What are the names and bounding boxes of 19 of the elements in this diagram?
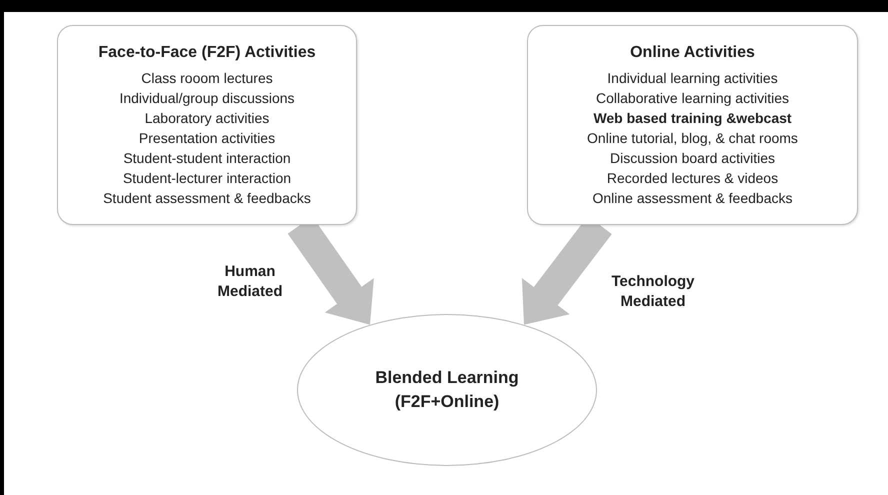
activity-item: Online assessment & feedbacks <box>592 189 792 208</box>
activity-item: Recorded lectures & videos <box>606 169 778 188</box>
activity-item: Student assessment & feedbacks <box>103 189 311 208</box>
activity-box <box>57 25 357 225</box>
activity-item: Individual learning activities <box>607 69 778 88</box>
activity-item: Laboratory activities <box>144 109 270 128</box>
activity-item: Discussion board activities <box>610 149 775 168</box>
activity-item: Web based training &webcast <box>593 109 792 128</box>
activity-item: Individual/group discussions <box>119 89 295 108</box>
box-heading: Online Activities <box>630 43 755 63</box>
activity-item: Online tutorial, blog, & chat rooms <box>587 129 798 148</box>
activity-item: Student-lecturer interaction <box>122 169 292 188</box>
activity-box <box>527 25 858 225</box>
activity-item: Student-student interaction <box>123 149 291 168</box>
activity-item: Collaborative learning activities <box>596 89 789 108</box>
box-heading: Face-to-Face (F2F) Activities <box>98 43 316 63</box>
activity-item: Class rooom lectures <box>141 69 273 88</box>
result-label: Blended Learning (F2F+Online) <box>374 367 520 413</box>
activity-item: Presentation activities <box>138 129 276 148</box>
